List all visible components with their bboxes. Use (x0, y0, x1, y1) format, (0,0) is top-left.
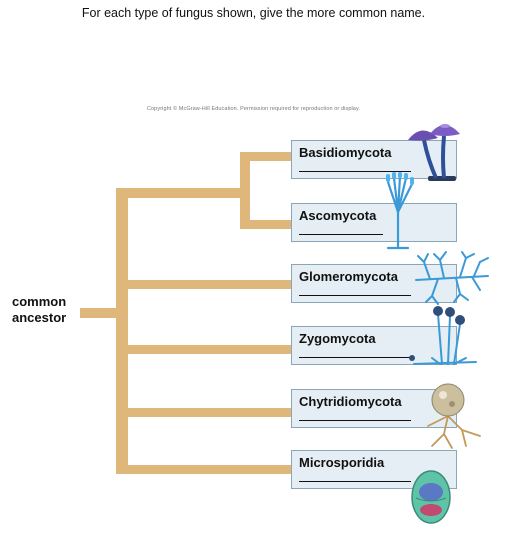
copyright-notice: Copyright © McGraw-Hill Education. Permi… (146, 106, 361, 112)
answer-blank (299, 481, 411, 482)
chytrid-sporangium-illustration (427, 383, 481, 449)
glomeromycete-hyphae-illustration (415, 251, 489, 305)
answer-blank (299, 295, 411, 296)
main-trunk (116, 188, 128, 474)
mushroom-illustration (408, 124, 460, 181)
branch-basidiomycota (240, 152, 292, 161)
taxon-label: Chytridiomycota (299, 394, 402, 409)
instruction-text: For each type of fungus shown, give the … (81, 6, 426, 20)
branch-ascomycota (240, 220, 292, 229)
taxon-box-basidiomycota: Basidiomycota (291, 140, 457, 179)
taxon-box-chytridiomycota: Chytridiomycota (291, 389, 457, 428)
ascomycete-mold-illustration (386, 172, 414, 250)
answer-blank (299, 357, 411, 358)
answer-blank (299, 234, 383, 235)
microsporidian-spore-illustration (411, 470, 451, 524)
branch-chytridiomycota (116, 408, 292, 417)
taxon-label: Glomeromycota (299, 269, 398, 284)
branch-zygomycota (116, 345, 292, 354)
taxon-box-glomeromycota: Glomeromycota (291, 264, 457, 303)
common-ancestor-label: common ancestor (12, 294, 67, 325)
answer-blank (299, 171, 411, 172)
taxon-label: Ascomycota (299, 208, 377, 223)
branch-glomeromycota (116, 280, 292, 289)
root-stem (80, 308, 120, 318)
taxon-box-zygomycota: Zygomycota (291, 326, 457, 365)
zygomycete-sporangia-illustration (409, 306, 477, 365)
taxon-label: Microsporidia (299, 455, 385, 470)
dikarya-stem (116, 188, 246, 198)
taxon-label: Zygomycota (299, 331, 376, 346)
branch-microsporidia (116, 465, 292, 474)
taxon-box-ascomycota: Ascomycota (291, 203, 457, 242)
dikarya-node (240, 152, 250, 228)
taxon-label: Basidiomycota (299, 145, 392, 160)
answer-blank (299, 420, 411, 421)
